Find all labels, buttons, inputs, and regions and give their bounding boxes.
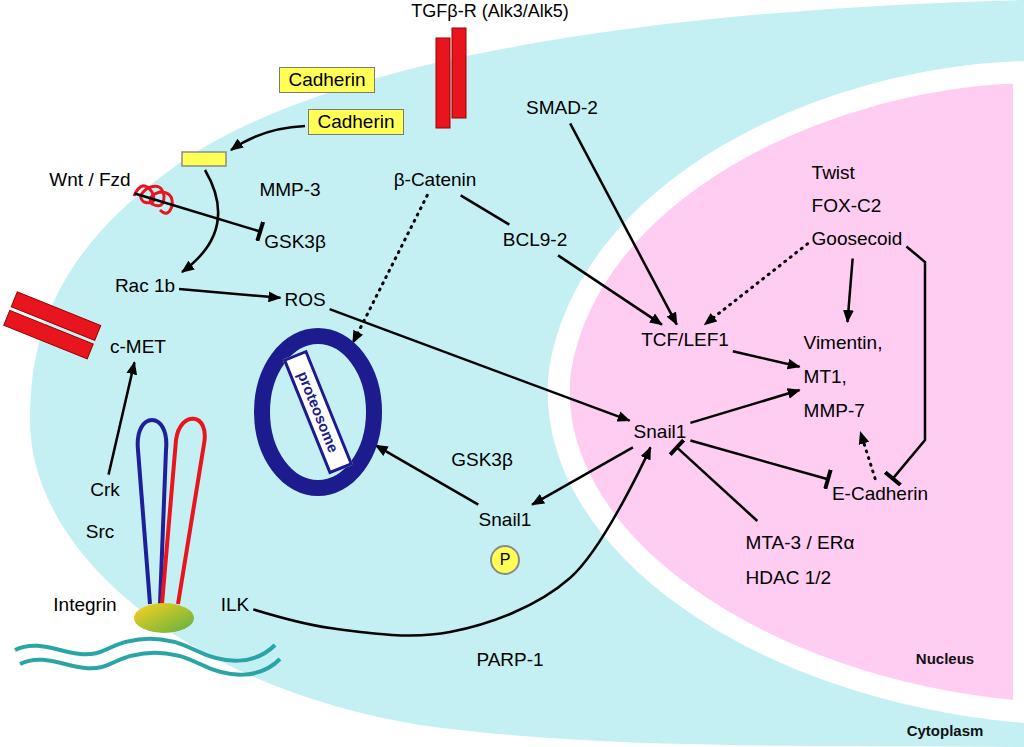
node-text: Snail1 [634, 421, 687, 444]
node-text: Crk [90, 479, 120, 502]
inhibition-connector [690, 441, 828, 480]
node-text: GSK3β [264, 231, 326, 254]
edge-label: GSK3β [451, 449, 513, 472]
protein-label: Snail1 [634, 421, 687, 444]
arrow-connector [690, 390, 799, 423]
node-text: Goosecoid [812, 222, 903, 255]
protein-label: β-Catenin [394, 169, 477, 192]
integrin-molecule [134, 419, 205, 633]
cleavage-arrow [231, 126, 305, 150]
protein-label: Integrin [53, 594, 116, 617]
protein-label: Vimentin, MT1, MMP-7 [804, 326, 883, 428]
protein-label: BCL9-2 [503, 229, 567, 252]
node-text: c-MET [110, 336, 166, 359]
protein-label: ILK [221, 594, 250, 617]
arrow-connector [847, 259, 852, 323]
protein-label: Src [86, 521, 115, 544]
protein-label: Snail1 [479, 509, 532, 532]
arrow-connector [860, 432, 875, 479]
node-text: E-Cadherin [832, 483, 928, 506]
node-text: Cadherin [317, 111, 394, 134]
node-text: PARP-1 [476, 649, 543, 672]
region-label: Nucleus [916, 650, 974, 667]
protein-label: c-MET [110, 336, 166, 359]
phospho-circle: P [490, 545, 520, 575]
protein-label: MTA-3 / ERαHDAC 1/2 [746, 525, 855, 595]
node-text: Snail1 [479, 509, 532, 532]
region-label: Cytoplasm [907, 722, 984, 739]
node-text: β-Catenin [394, 169, 477, 192]
arrow-connector [705, 244, 808, 325]
cmet-receptor [4, 292, 101, 359]
node-text: TGFβ-R (Alk3/Alk5) [411, 1, 568, 23]
inhibition-connector [893, 246, 925, 478]
node-text: HDAC 1/2 [746, 560, 855, 595]
fragment-arrow [182, 170, 218, 272]
node-text: proteosome [283, 350, 354, 475]
node-text: Src [86, 521, 115, 544]
node-text: TCF/LEF1 [641, 329, 729, 352]
arrow-connector [461, 195, 510, 224]
protein-label: SMAD-2 [526, 97, 598, 120]
arrow-connector [570, 123, 677, 324]
protein-label: TCF/LEF1 [641, 329, 729, 352]
node-text: Vimentin, MT1, MMP-7 [804, 326, 883, 428]
protein-label: MMP-3 [259, 179, 320, 202]
arrow-connector [109, 362, 135, 474]
protein-label: Rac 1b [115, 275, 175, 298]
node-text: Wnt / Fzd [49, 169, 130, 192]
cadherin-box: Cadherin [308, 109, 403, 136]
arrow-connector [733, 351, 800, 367]
extracellular-matrix [15, 639, 280, 675]
node-text: Integrin [53, 594, 116, 617]
node-text: Rac 1b [115, 275, 175, 298]
protein-label: Wnt / Fzd [49, 169, 130, 192]
tgf-receptor [436, 28, 466, 128]
node-text: ROS [284, 289, 325, 312]
node-text: FOX-C2 [812, 189, 903, 222]
arrow-connector [253, 447, 650, 635]
region-label-holder: Nucleus [916, 650, 974, 667]
arrow-connector [532, 447, 633, 504]
cadherin-box: Cadherin [279, 67, 374, 94]
node-text: Cadherin [288, 69, 365, 92]
node-text: MTA-3 / ERα [746, 525, 855, 560]
protein-label: GSK3β [264, 231, 326, 254]
protein-label: PARP-1 [476, 649, 543, 672]
region-label-holder: Cytoplasm [907, 722, 984, 739]
node-text: P [500, 550, 511, 569]
arrow-connector [330, 309, 630, 421]
arrow-connector [353, 195, 427, 342]
node-text: ILK [221, 594, 250, 617]
node-text: Twist [812, 156, 903, 189]
arrow-connector [179, 289, 280, 298]
inhibition-connector [135, 193, 261, 231]
protein-label: ROS [284, 289, 325, 312]
protein-label: TwistFOX-C2Goosecoid [812, 156, 903, 255]
node-text: MMP-3 [259, 179, 320, 202]
inhibition-connector [677, 447, 758, 521]
node-text: BCL9-2 [503, 229, 567, 252]
protein-label: Crk [90, 479, 120, 502]
edge-label-holder: GSK3β [451, 449, 513, 472]
proteasome-oval: proteosome [253, 327, 383, 497]
protein-label: E-Cadherin [832, 483, 928, 506]
node-text: SMAD-2 [526, 97, 598, 120]
cadherin-fragment [182, 152, 226, 166]
protein-label: TGFβ-R (Alk3/Alk5) [411, 1, 568, 23]
